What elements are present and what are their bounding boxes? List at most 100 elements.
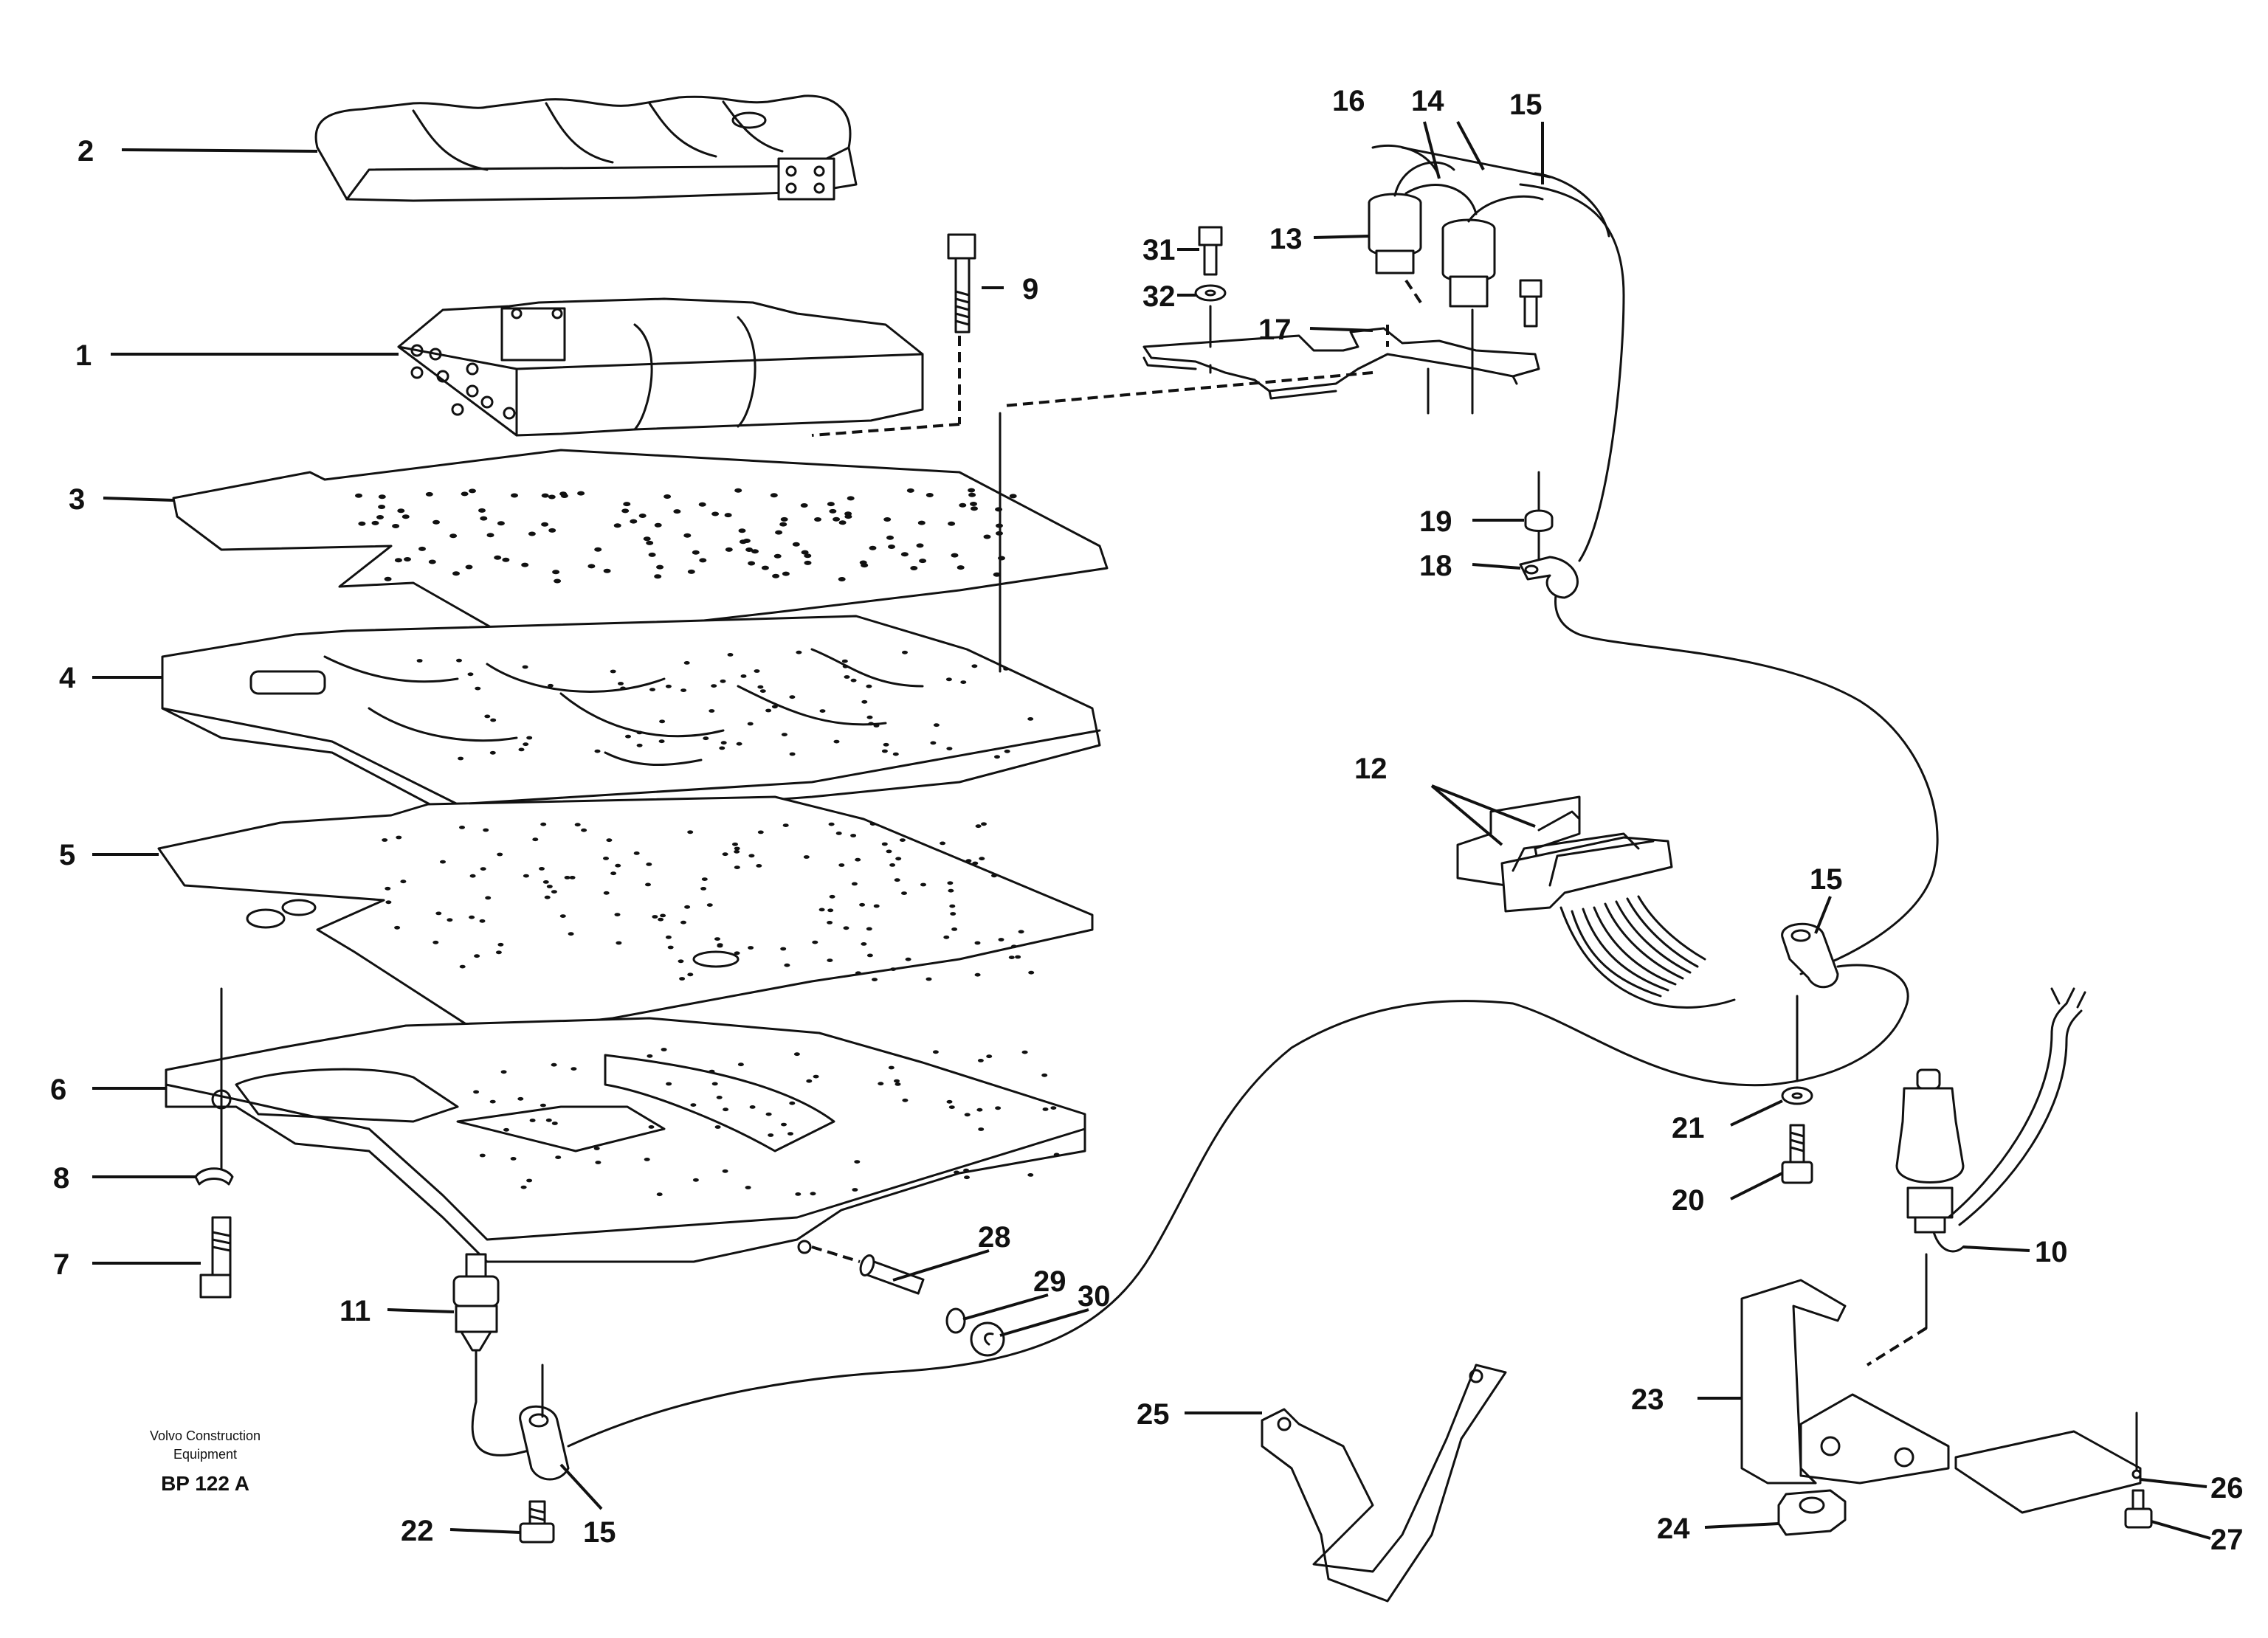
part-13-connector-right <box>1441 218 1496 308</box>
plate-hole <box>478 508 486 513</box>
label-part-26: 26 <box>2210 1472 2244 1504</box>
plate-hole <box>852 1188 858 1192</box>
plate-hole <box>623 502 631 507</box>
plate-hole <box>779 522 787 527</box>
plate-hole <box>745 547 754 552</box>
part-9-bolt <box>811 233 976 437</box>
label-part-5: 5 <box>59 839 75 871</box>
plate-hole <box>678 959 684 964</box>
plate-hole <box>978 1127 985 1131</box>
plate-hole <box>1004 749 1010 753</box>
plate-hole <box>568 932 574 936</box>
plate-hole <box>687 569 695 574</box>
plate-hole <box>851 882 858 886</box>
plate-hole <box>630 519 638 524</box>
plate-hole <box>559 491 568 497</box>
label-part-2: 2 <box>77 135 94 167</box>
plate-hole <box>539 867 545 871</box>
plate-hole <box>474 954 480 958</box>
part-22-bolt <box>519 1500 555 1544</box>
plate-hole <box>432 940 439 944</box>
plate-hole <box>810 1192 816 1196</box>
plate-hole <box>647 1054 653 1058</box>
plate-hole <box>888 545 895 549</box>
plate-hole <box>683 661 690 665</box>
plate-hole <box>646 540 654 545</box>
plate-hole <box>495 950 502 955</box>
label-part-7: 7 <box>53 1248 69 1281</box>
plate-hole <box>358 521 366 526</box>
plate-hole <box>571 1067 577 1071</box>
plate-hole <box>594 749 601 753</box>
plate-hole <box>974 941 981 945</box>
plate-hole <box>719 746 725 750</box>
plate-hole <box>843 926 849 930</box>
plate-hole <box>948 521 956 526</box>
plate-hole <box>970 502 977 506</box>
plate-hole <box>781 733 787 736</box>
part-11-temperature-sensor <box>452 1253 533 1456</box>
plate-hole <box>523 874 529 878</box>
plate-hole <box>449 533 458 539</box>
plate-hole <box>771 705 778 709</box>
plate-hole <box>946 747 953 750</box>
plate-hole <box>687 830 694 834</box>
plate-hole <box>595 1161 602 1164</box>
plate-hole <box>968 488 976 493</box>
plate-hole <box>574 823 581 827</box>
plate-hole <box>722 1169 728 1173</box>
part-6-bottom-plate <box>165 1017 1086 1263</box>
plate-hole <box>829 894 835 899</box>
plate-hole <box>435 911 442 916</box>
plate-hole <box>757 830 764 834</box>
plate-hole <box>734 849 740 854</box>
plate-hole <box>748 561 756 566</box>
plate-hole <box>947 881 954 885</box>
plate-hole <box>541 522 549 527</box>
plate-hole <box>883 742 889 747</box>
plate-hole <box>888 1065 895 1070</box>
plate-hole <box>428 559 436 564</box>
plate-hole <box>873 904 880 908</box>
plate-hole <box>757 685 764 689</box>
plate-hole <box>656 1192 663 1197</box>
plate-hole <box>447 918 453 922</box>
plate-hole <box>1028 970 1035 975</box>
plate-hole <box>813 1074 819 1079</box>
plate-hole <box>765 1112 772 1116</box>
plate-hole <box>998 938 1004 941</box>
plate-hole <box>991 874 997 878</box>
plate-hole <box>518 747 525 752</box>
part-20-bolt <box>1781 1124 1813 1184</box>
plate-hole <box>878 1082 884 1086</box>
plate-hole <box>546 885 553 888</box>
plate-hole <box>378 494 386 500</box>
plate-hole <box>1009 494 1017 499</box>
label-part-14: 14 <box>1411 85 1444 117</box>
plate-hole <box>829 508 837 514</box>
plate-hole <box>894 1079 900 1083</box>
plate-hole <box>1042 1107 1049 1111</box>
plate-hole <box>833 739 840 744</box>
plate-hole <box>687 972 694 977</box>
plate-hole <box>917 520 926 525</box>
plate-hole <box>801 550 809 555</box>
plate-hole <box>532 837 539 842</box>
plate-hole <box>709 1069 715 1074</box>
plate-hole <box>976 1107 983 1112</box>
plate-hole <box>926 493 934 497</box>
plate-hole <box>523 742 529 747</box>
part-23-mounting-bracket <box>1740 1279 1950 1485</box>
plate-hole <box>581 828 587 832</box>
part-10-pressure-sensor <box>1866 987 2086 1366</box>
label-part-28: 28 <box>978 1221 1011 1254</box>
plate-hole <box>551 1062 557 1067</box>
plate-hole <box>616 941 622 945</box>
plate-hole <box>761 565 769 570</box>
plate-hole <box>548 528 556 533</box>
plate-hole <box>521 562 529 567</box>
plate-hole <box>489 750 496 755</box>
plate-hole <box>995 507 1003 512</box>
label-part-30: 30 <box>1078 1280 1111 1313</box>
plate-hole <box>511 493 518 498</box>
